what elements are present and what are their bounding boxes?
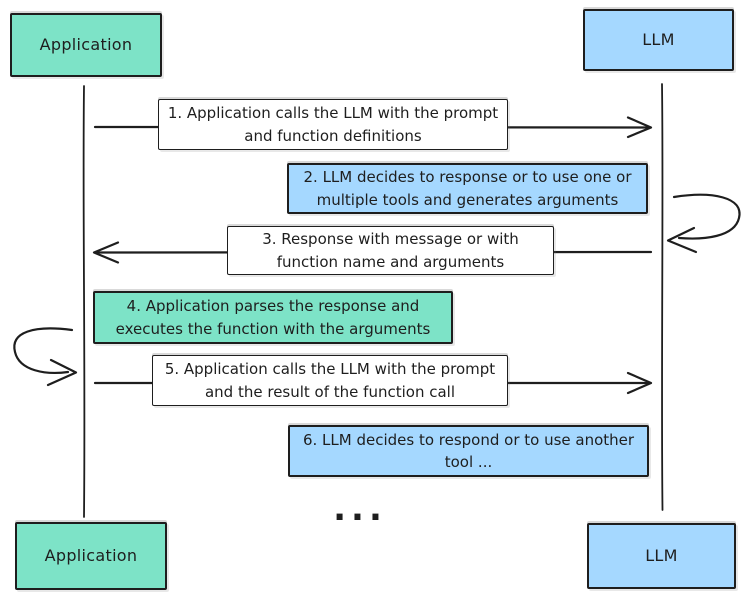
message-4: 4. Application parses the response and e… (93, 291, 453, 344)
actor-application-bottom-label: Application (44, 546, 138, 565)
message-2: 2. LLM decides to response or to use one… (287, 163, 648, 214)
actor-application-top: Application (10, 13, 162, 77)
actor-llm-bottom: LLM (587, 523, 736, 589)
actor-llm-top-label: LLM (642, 30, 675, 49)
message-3: 3. Response with message or with functio… (227, 226, 554, 275)
message-6: 6. LLM decides to respond or to use anot… (288, 425, 649, 477)
message-3-label: 3. Response with message or with functio… (262, 230, 519, 271)
continuation-ellipsis: ... (333, 489, 387, 529)
lifeline-llm (661, 83, 664, 511)
self-loop-llm-arrow (666, 193, 741, 254)
message-6-label: 6. LLM decides to respond or to use anot… (302, 430, 635, 472)
message-5: 5. Application calls the LLM with the pr… (152, 355, 508, 406)
actor-application-top-label: Application (39, 35, 133, 54)
message-4-label: 4. Application parses the response and e… (115, 297, 431, 338)
message-5-label: 5. Application calls the LLM with the pr… (164, 360, 496, 401)
actor-llm-bottom-label: LLM (645, 546, 678, 565)
message-1-label: 1. Application calls the LLM with the pr… (167, 104, 499, 145)
actor-application-bottom: Application (15, 522, 167, 590)
message-2-label: 2. LLM decides to response or to use one… (303, 168, 632, 209)
actor-llm-top: LLM (583, 9, 734, 71)
self-loop-application-arrow (13, 327, 78, 387)
lifeline-application (82, 85, 86, 518)
message-1: 1. Application calls the LLM with the pr… (158, 99, 508, 150)
